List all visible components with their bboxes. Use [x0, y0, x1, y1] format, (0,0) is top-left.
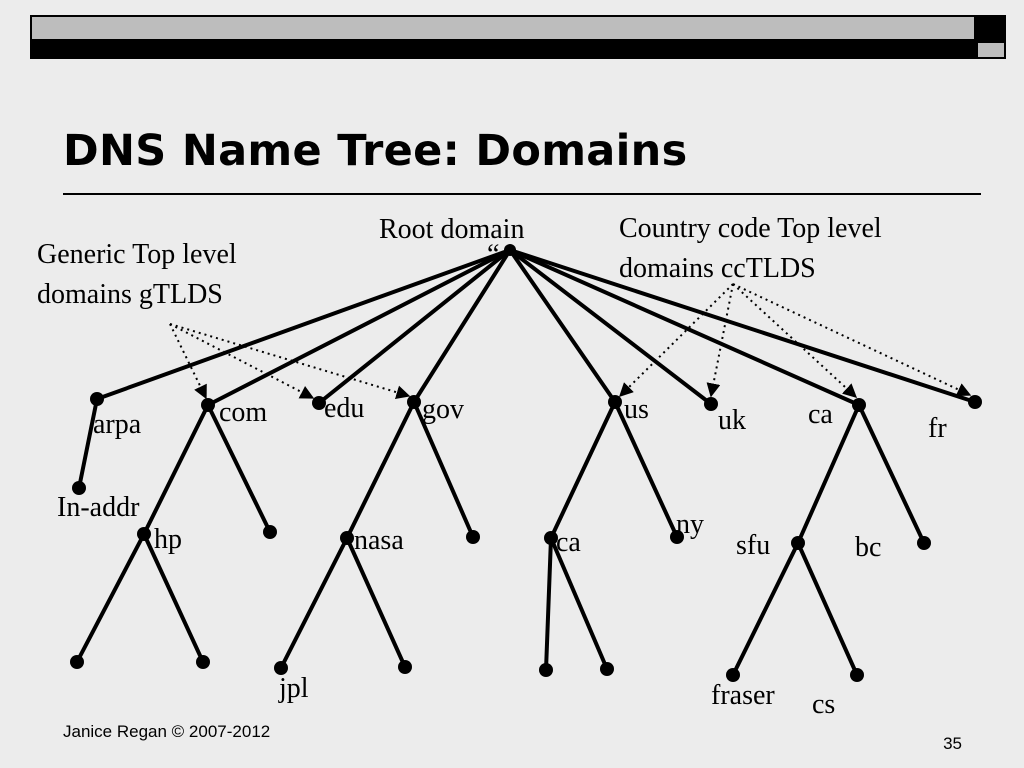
edge-root-us	[508, 248, 617, 404]
edge-ca-bc	[857, 403, 926, 545]
edge-root-fr	[508, 248, 977, 404]
annotation-arrows	[169, 283, 972, 400]
edge-root-gov	[412, 248, 512, 404]
arrow-cctld-ca	[732, 283, 858, 398]
root-quote-symbol: “	[487, 239, 499, 270]
title-underline	[63, 193, 981, 195]
node-gov	[407, 395, 421, 409]
label-in-addr: In-addr	[57, 492, 140, 523]
node-hp-leaf2	[196, 655, 210, 669]
edge-root-arpa	[95, 248, 512, 401]
node-inaddr	[72, 481, 86, 495]
edge-nasa-jpl	[279, 536, 349, 670]
node-hp-leaf1	[70, 655, 84, 669]
label-ny: ny	[676, 509, 704, 540]
node-ca	[852, 398, 866, 412]
edge-hp-leaf1	[75, 532, 146, 664]
edge-us-ca	[549, 400, 617, 540]
slide-title: DNS Name Tree: Domains	[63, 126, 688, 176]
tree-nodes	[70, 244, 982, 682]
node-cs	[850, 668, 864, 682]
label-fraser: fraser	[711, 680, 775, 711]
node-hp	[137, 527, 151, 541]
node-bc	[917, 536, 931, 550]
label-com: com	[219, 397, 267, 428]
root-domain-label: Root domain	[379, 214, 524, 245]
gtld-label-line2: domains gTLDS	[37, 279, 223, 310]
label-nasa: nasa	[354, 525, 404, 556]
label-us-ca: ca	[556, 527, 581, 558]
edge-gov-nasa	[345, 400, 416, 540]
node-com	[201, 398, 215, 412]
header-corner-black	[976, 15, 1006, 41]
edge-sfu-fraser	[731, 541, 800, 677]
edge-root-com	[206, 248, 512, 407]
footer-copyright: Janice Regan © 2007-2012	[63, 722, 271, 741]
edge-com-leaf	[206, 403, 272, 534]
label-hp: hp	[154, 524, 182, 555]
page-number: 35	[943, 734, 962, 753]
edge-root-uk	[508, 248, 713, 406]
edge-hp-leaf2	[142, 532, 205, 664]
edge-sfu-cs	[796, 541, 859, 677]
edge-us-ny	[613, 400, 679, 539]
node-nasa	[340, 531, 354, 545]
header-black-band	[30, 41, 976, 59]
edge-com-hp	[142, 403, 210, 536]
node-edu	[312, 396, 326, 410]
label-ca: ca	[808, 399, 833, 430]
label-jpl: jpl	[278, 673, 309, 704]
label-bc: bc	[855, 532, 881, 563]
header-bar	[30, 15, 1006, 59]
arrow-cctld-fr	[732, 283, 972, 396]
node-jpl	[274, 661, 288, 675]
node-fraser	[726, 668, 740, 682]
edge-usca-leaf1	[544, 536, 553, 672]
node-us-ca	[544, 531, 558, 545]
node-usca-leaf1	[539, 663, 553, 677]
arrow-gtld-com	[169, 323, 207, 400]
arrow-cctld-us	[619, 283, 734, 397]
label-arpa: arpa	[93, 409, 142, 440]
gtld-label-line1: Generic Top level	[37, 239, 237, 270]
edge-root-ca	[508, 248, 861, 407]
node-nasa-leaf	[398, 660, 412, 674]
node-root	[504, 244, 516, 256]
edge-gov-leaf	[412, 400, 475, 539]
node-sfu	[791, 536, 805, 550]
node-us	[608, 395, 622, 409]
node-uk	[704, 397, 718, 411]
label-edu: edu	[324, 393, 364, 424]
header-corner-grey	[976, 41, 1006, 59]
cctld-label-line1: Country code Top level	[619, 213, 882, 244]
label-fr: fr	[928, 413, 947, 444]
node-com-leaf	[263, 525, 277, 539]
label-us: us	[624, 394, 649, 425]
edge-arpa-inaddr	[77, 397, 99, 490]
edge-ca-sfu	[796, 403, 861, 545]
tree-edges	[75, 248, 977, 677]
header-grey-band	[30, 15, 976, 41]
edge-nasa-leaf	[345, 536, 407, 669]
label-sfu: sfu	[736, 530, 770, 561]
label-cs: cs	[812, 689, 835, 720]
node-arpa	[90, 392, 104, 406]
node-ny	[670, 530, 684, 544]
node-gov-leaf	[466, 530, 480, 544]
label-gov: gov	[422, 394, 464, 425]
label-uk: uk	[718, 405, 746, 436]
node-fr	[968, 395, 982, 409]
node-usca-leaf2	[600, 662, 614, 676]
edge-root-edu	[317, 248, 512, 405]
cctld-label-line2: domains ccTLDS	[619, 253, 816, 284]
arrow-cctld-uk	[706, 283, 734, 398]
edge-usca-leaf2	[549, 536, 609, 671]
